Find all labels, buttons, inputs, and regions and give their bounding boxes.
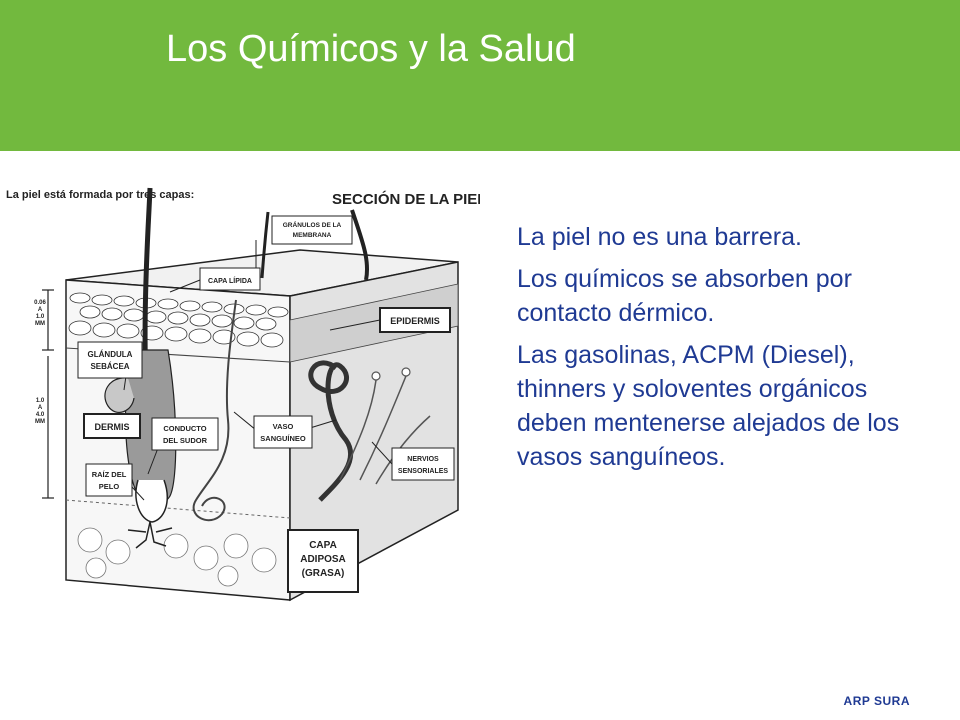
label-raiz: RAÍZ DEL PELO: [85, 463, 133, 497]
sensory-nerves: [339, 375, 431, 485]
diagram-heading: SECCIÓN DE LA PIEL: [332, 190, 480, 208]
label-glandula-line-1: GLÁNDULA: [88, 350, 133, 359]
label-vaso-line-1: VASO: [273, 422, 294, 431]
bullet-item: Las gasolinas, ACPM (Diesel), thinners y…: [517, 341, 900, 471]
label-vaso: VASO SANGUÍNEO: [253, 415, 313, 449]
slide-title: Los Químicos y la Salud: [166, 28, 576, 70]
label-capa-lipida-text: CAPA LÍPIDA: [208, 276, 252, 285]
bullet-text-block: La piel no es una barrera. Los químicos …: [517, 220, 927, 482]
adipose-cells: [77, 527, 277, 587]
label-capa-adiposa-line-2: ADIPOSA: [300, 554, 346, 565]
label-granulos-line-2: MEMBRANA: [293, 232, 332, 239]
blood-vessel: [308, 360, 354, 502]
label-raiz-line-2: PELO: [99, 482, 120, 491]
bullet-item: La piel no es una barrera.: [517, 223, 802, 251]
label-glandula-line-2: SEBÁCEA: [90, 362, 129, 371]
sebaceous-gland: [104, 377, 135, 414]
hair-roots: [127, 521, 173, 549]
label-vaso-line-2: SANGUÍNEO: [260, 434, 306, 443]
hair-shaft-mid: [260, 211, 270, 279]
scale-bottom-line-4: MM: [35, 419, 45, 425]
label-granulos-line-1: GRÁNULOS DE LA: [283, 220, 342, 229]
label-conducto-line-1: CONDUCTO: [163, 424, 206, 433]
label-raiz-line-1: RAÍZ DEL: [92, 470, 127, 479]
label-dermis-text: DERMIS: [94, 422, 129, 432]
sweat-duct: [192, 299, 237, 522]
scale-top-text: 0.06 A 1.0 MM: [34, 300, 46, 327]
depth-scale: [42, 289, 54, 499]
label-capa-adiposa-line-1: CAPA: [309, 540, 337, 551]
bullet-item: Los químicos se absorben por contacto dé…: [517, 265, 852, 327]
label-nervios: NERVIOS SENSORIALES: [391, 447, 455, 481]
label-nervios-line-2: SENSORIALES: [398, 468, 449, 475]
label-capa-lipida: CAPA LÍPIDA: [199, 267, 261, 291]
label-glandula: GLÁNDULA SEBÁCEA: [77, 341, 143, 379]
dermis-boundary: [65, 499, 291, 519]
label-capa-adiposa-line-3: (GRASA): [302, 568, 345, 579]
label-capa-adiposa: CAPA ADIPOSA (GRASA): [287, 529, 359, 593]
hair-shaft-right: [350, 209, 369, 281]
label-epidermis-text: EPIDERMIS: [390, 316, 440, 326]
scale-bottom-line-3: 4.0: [36, 412, 45, 418]
side-epidermis-layer: [289, 283, 459, 363]
nerve-endings: [371, 367, 411, 381]
scale-top-line-1: 0.06: [34, 300, 46, 306]
scale-bottom-text: 1.0 A 4.0 MM: [35, 398, 45, 425]
scale-bottom-line-2: A: [38, 405, 43, 411]
label-dermis: DERMIS: [83, 413, 141, 439]
header-bar: Los Químicos y la Salud: [0, 0, 960, 151]
skin-section-diagram: La piel está formada por tres capas: SEC…: [0, 180, 480, 630]
diagram-intro: La piel está formada por tres capas:: [6, 189, 194, 201]
label-nervios-line-1: NERVIOS: [407, 456, 439, 463]
scale-top-line-4: MM: [35, 321, 45, 327]
label-conducto: CONDUCTO DEL SUDOR: [151, 417, 219, 451]
scale-bottom-line-1: 1.0: [36, 398, 45, 404]
label-granulos: GRÁNULOS DE LA MEMBRANA: [271, 215, 353, 245]
scale-top-line-2: A: [38, 307, 43, 313]
footer-brand: ARP SURA: [843, 694, 910, 708]
hair-bulb: [135, 479, 168, 523]
label-conducto-line-2: DEL SUDOR: [163, 436, 208, 445]
scale-top-line-3: 1.0: [36, 314, 45, 320]
label-epidermis: EPIDERMIS: [379, 307, 451, 333]
